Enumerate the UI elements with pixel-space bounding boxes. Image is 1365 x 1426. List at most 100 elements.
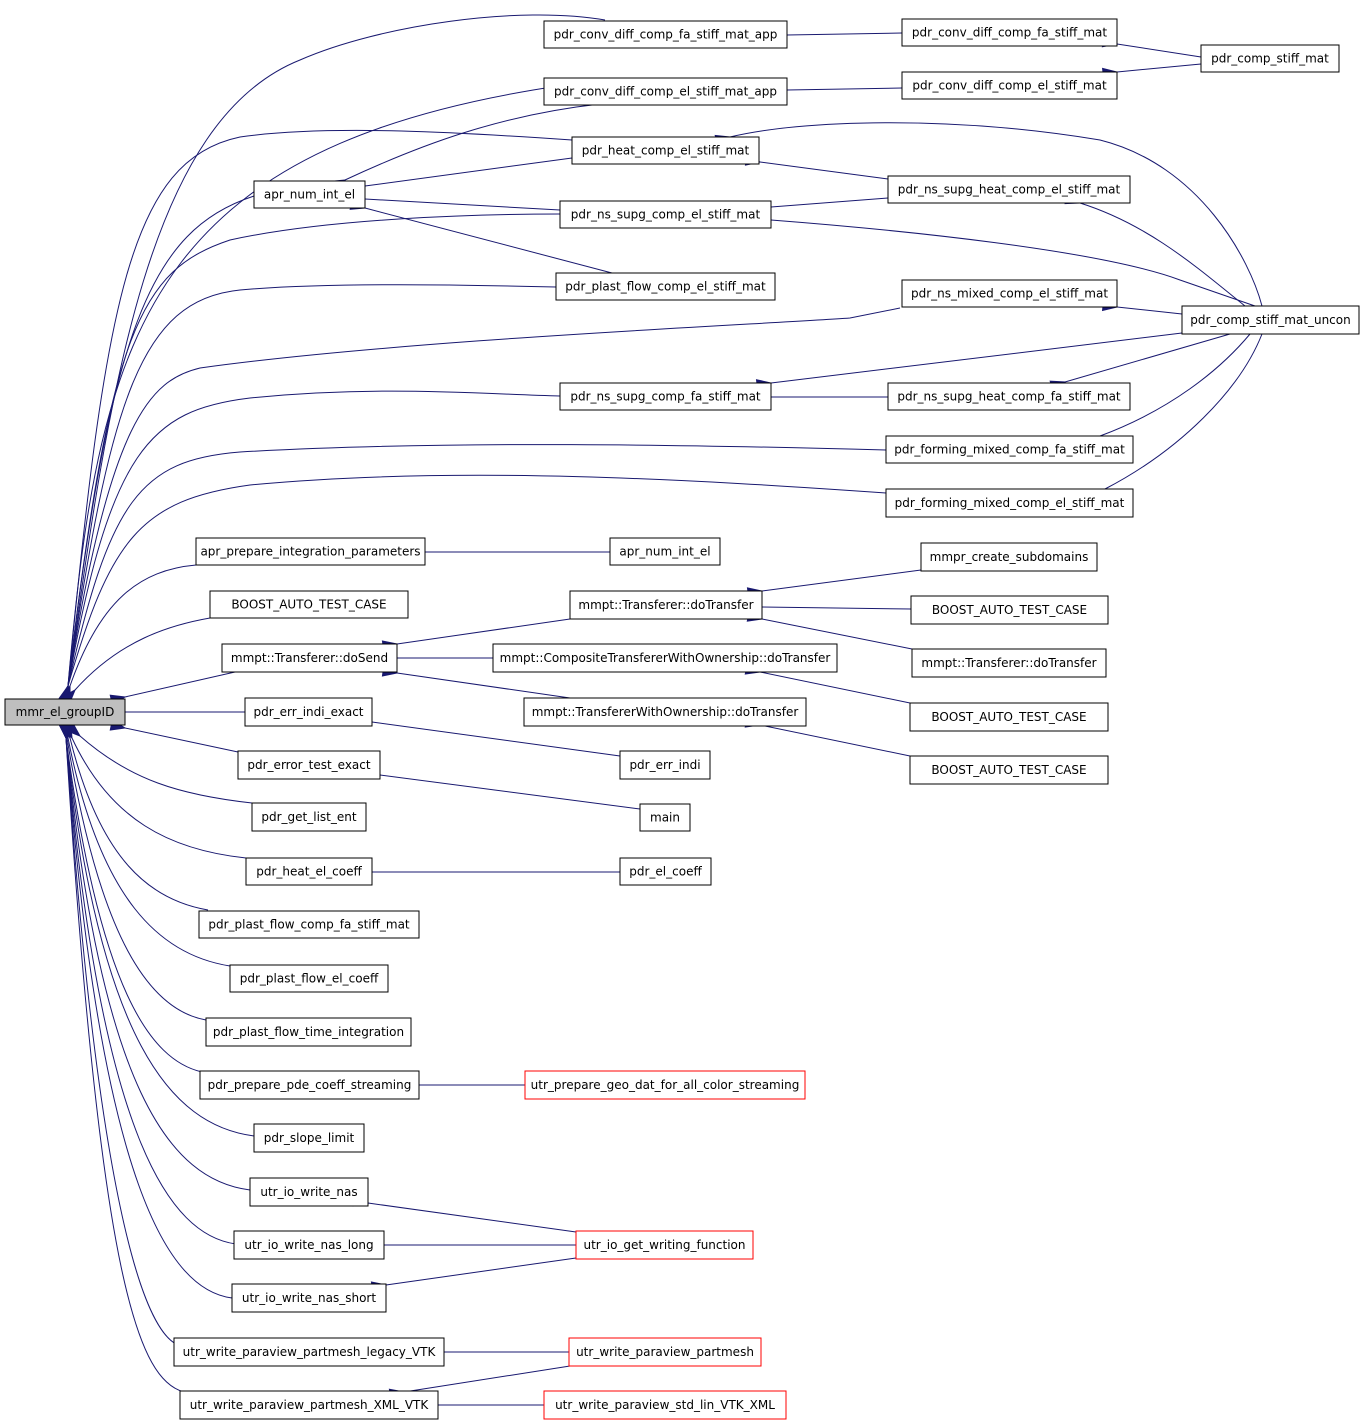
node-pdr-ns-supg-comp-fa-stiff-mat[interactable]: pdr_ns_supg_comp_fa_stiff_mat	[559, 382, 772, 411]
node-pdr-plast-flow-time-integration[interactable]: pdr_plast_flow_time_integration	[205, 1017, 412, 1047]
node-label: pdr_conv_diff_comp_fa_stiff_mat_app	[554, 28, 778, 42]
node-label: mmr_el_groupID	[16, 705, 115, 719]
node-label: pdr_ns_supg_heat_comp_fa_stiff_mat	[897, 390, 1121, 404]
node-main[interactable]: main	[639, 803, 691, 832]
node-label: pdr_conv_diff_comp_el_stiff_mat	[912, 79, 1107, 93]
node-pdr-comp-stiff-mat[interactable]: pdr_comp_stiff_mat	[1200, 44, 1340, 73]
node-pdr-prepare-pde-coeff-streaming[interactable]: pdr_prepare_pde_coeff_streaming	[199, 1070, 420, 1100]
edge-ns-el-to-apr-num	[365, 199, 561, 211]
node-apr-prepare-integration-parameters[interactable]: apr_prepare_integration_parameters	[195, 537, 426, 566]
edge-ns-el-to-focus	[68, 213, 561, 686]
node-utr-io-write-nas[interactable]: utr_io_write_nas	[249, 1177, 369, 1207]
node-label: BOOST_AUTO_TEST_CASE	[931, 763, 1086, 777]
node-label: pdr_forming_mixed_comp_fa_stiff_mat	[894, 443, 1125, 457]
node-boost-auto-test-case-1[interactable]: BOOST_AUTO_TEST_CASE	[910, 595, 1109, 625]
node-label: utr_io_write_nas_short	[242, 1291, 376, 1305]
node-utr-write-paraview-partmesh-legacy-vtk[interactable]: utr_write_paraview_partmesh_legacy_VTK	[173, 1337, 445, 1367]
node-label: mmpt::TransfererWithOwnership::doTransfe…	[532, 705, 799, 719]
node-label: utr_write_paraview_partmesh_XML_VTK	[190, 1398, 430, 1412]
node-mmr-el-groupid[interactable]: mmr_el_groupID	[4, 698, 126, 726]
edge-uncon-to-ns-heat-fa	[1065, 333, 1231, 382]
node-pdr-conv-diff-comp-fa-stiff-mat-app[interactable]: pdr_conv_diff_comp_fa_stiff_mat_app	[543, 20, 788, 49]
node-boost-auto-test-case-3[interactable]: BOOST_AUTO_TEST_CASE	[909, 755, 1109, 785]
edge-dosend-to-focus	[125, 671, 236, 697]
edge-form-fa-to-focus	[68, 444, 887, 686]
node-mmpt-transferer-dosend[interactable]: mmpt::Transferer::doSend	[221, 643, 398, 673]
node-boost-auto-test-case-2[interactable]: BOOST_AUTO_TEST_CASE	[909, 702, 1109, 732]
node-label: utr_io_write_nas	[260, 1185, 357, 1199]
node-mmpt-compositetransfererwithownership-dotransfer[interactable]: mmpt::CompositeTransfererWithOwnership::…	[492, 643, 838, 673]
node-mmpt-transfererwithownership-dotransfer[interactable]: mmpt::TransfererWithOwnership::doTransfe…	[523, 697, 807, 727]
node-label: utr_write_paraview_partmesh_legacy_VTK	[183, 1345, 437, 1359]
node-pdr-plast-flow-comp-fa-stiff-mat[interactable]: pdr_plast_flow_comp_fa_stiff_mat	[198, 910, 420, 939]
edge-get-writing-to-nas-short	[386, 1257, 577, 1285]
edge-err-indi-to-err-indi-exact	[372, 722, 621, 757]
node-utr-io-get-writing-function[interactable]: utr_io_get_writing_function	[575, 1230, 754, 1260]
edge-boost3-to-withown	[760, 725, 911, 757]
node-label: apr_num_int_el	[619, 545, 710, 559]
node-pdr-plast-flow-comp-el-stiff-mat[interactable]: pdr_plast_flow_comp_el_stiff_mat	[555, 272, 776, 301]
node-pdr-error-test-exact[interactable]: pdr_error_test_exact	[237, 750, 381, 780]
node-pdr-slope-limit[interactable]: pdr_slope_limit	[253, 1123, 365, 1153]
edge-slope-to-focus	[66, 738, 255, 1137]
node-label: pdr_ns_supg_heat_comp_el_stiff_mat	[898, 183, 1121, 197]
node-apr-num-int-el[interactable]: apr_num_int_el	[253, 180, 366, 209]
edge-plast-el-to-apr-num	[365, 208, 613, 274]
node-mmpt-transferer-dotransfer[interactable]: mmpt::Transferer::doTransfer	[569, 590, 763, 620]
node-pdr-ns-supg-comp-el-stiff-mat[interactable]: pdr_ns_supg_comp_el_stiff_mat	[559, 200, 772, 229]
node-utr-write-paraview-std-lin-vtk-xml[interactable]: utr_write_paraview_std_lin_VTK_XML	[543, 1390, 787, 1420]
node-label: pdr_err_indi	[629, 758, 700, 772]
node-pdr-get-list-ent[interactable]: pdr_get_list_ent	[251, 802, 367, 832]
edge-pv-partmesh-to-pv-xml	[404, 1365, 571, 1392]
node-label: pdr_heat_comp_el_stiff_mat	[582, 144, 750, 158]
node-pdr-heat-comp-el-stiff-mat[interactable]: pdr_heat_comp_el_stiff_mat	[571, 136, 760, 165]
edge-withown-to-dosend	[397, 673, 571, 699]
edge-boost2-to-composite	[760, 672, 911, 704]
node-label: pdr_el_coeff	[629, 865, 702, 879]
node-label: pdr_slope_limit	[264, 1131, 355, 1145]
node-pdr-forming-mixed-comp-fa-stiff-mat[interactable]: pdr_forming_mixed_comp_fa_stiff_mat	[885, 435, 1134, 464]
edge-heat-el-to-focus	[68, 129, 573, 686]
node-pdr-err-indi-exact[interactable]: pdr_err_indi_exact	[244, 697, 373, 727]
edge-plast-el-to-focus	[68, 284, 557, 686]
edge-uncon-to-heat-el	[730, 122, 1263, 307]
node-boost-auto-test-case-left[interactable]: BOOST_AUTO_TEST_CASE	[209, 590, 409, 619]
node-utr-write-paraview-partmesh[interactable]: utr_write_paraview_partmesh	[568, 1337, 762, 1367]
node-pdr-ns-mixed-comp-el-stiff-mat[interactable]: pdr_ns_mixed_comp_el_stiff_mat	[901, 279, 1118, 308]
node-mmpr-create-subdomains[interactable]: mmpr_create_subdomains	[920, 542, 1098, 572]
edge-cdel-app-to-focus	[68, 77, 621, 686]
node-pdr-ns-supg-heat-comp-el-stiff-mat[interactable]: pdr_ns_supg_heat_comp_el_stiff_mat	[887, 175, 1131, 204]
edge-pv-xml-to-focus	[66, 738, 185, 1393]
node-label: pdr_forming_mixed_comp_el_stiff_mat	[895, 496, 1125, 510]
node-apr-num-int-el-2[interactable]: apr_num_int_el	[609, 537, 721, 566]
node-utr-prepare-geo-dat-for-all-color-streaming[interactable]: utr_prepare_geo_dat_for_all_color_stream…	[524, 1070, 806, 1100]
edge-uncon-to-form-fa	[1100, 333, 1251, 436]
edge-cdfa-app-to-focus	[68, 14, 606, 686]
node-label: pdr_ns_supg_comp_fa_stiff_mat	[570, 390, 761, 404]
node-utr-io-write-nas-long[interactable]: utr_io_write_nas_long	[233, 1230, 385, 1260]
node-pdr-forming-mixed-comp-el-stiff-mat[interactable]: pdr_forming_mixed_comp_el_stiff_mat	[885, 488, 1134, 518]
edge-main-to-error-test	[380, 775, 641, 810]
edge-nas-long-to-focus	[66, 738, 237, 1245]
node-utr-io-write-nas-short[interactable]: utr_io_write_nas_short	[231, 1283, 387, 1313]
edge-plast-fa-to-focus	[70, 738, 209, 911]
node-label: apr_prepare_integration_parameters	[200, 545, 420, 559]
node-pdr-ns-supg-heat-comp-fa-stiff-mat[interactable]: pdr_ns_supg_heat_comp_fa_stiff_mat	[887, 382, 1131, 411]
node-pdr-comp-stiff-mat-uncon[interactable]: pdr_comp_stiff_mat_uncon	[1181, 305, 1360, 335]
node-pdr-err-indi[interactable]: pdr_err_indi	[619, 750, 711, 780]
node-pdr-conv-diff-comp-el-stiff-mat[interactable]: pdr_conv_diff_comp_el_stiff_mat	[901, 71, 1118, 100]
node-pdr-conv-diff-comp-el-stiff-mat-app[interactable]: pdr_conv_diff_comp_el_stiff_mat_app	[543, 77, 788, 106]
node-label: utr_prepare_geo_dat_for_all_color_stream…	[531, 1078, 800, 1092]
edge-pv-legacy-to-focus	[66, 738, 177, 1345]
node-mmpt-transferer-dotransfer-2[interactable]: mmpt::Transferer::doTransfer	[911, 648, 1107, 678]
node-pdr-conv-diff-comp-fa-stiff-mat[interactable]: pdr_conv_diff_comp_fa_stiff_mat	[901, 18, 1118, 47]
edge-form-el-to-focus	[68, 474, 887, 686]
node-pdr-heat-el-coeff[interactable]: pdr_heat_el_coeff	[245, 857, 373, 886]
edge-dotransfer-to-dosend	[397, 618, 571, 644]
node-label: pdr_error_test_exact	[247, 758, 370, 772]
node-pdr-plast-flow-el-coeff[interactable]: pdr_plast_flow_el_coeff	[229, 964, 389, 993]
node-pdr-el-coeff[interactable]: pdr_el_coeff	[619, 857, 712, 886]
node-label: utr_io_get_writing_function	[584, 1238, 746, 1252]
node-label: apr_num_int_el	[264, 188, 355, 202]
node-utr-write-paraview-partmesh-xml-vtk[interactable]: utr_write_paraview_partmesh_XML_VTK	[179, 1390, 439, 1420]
